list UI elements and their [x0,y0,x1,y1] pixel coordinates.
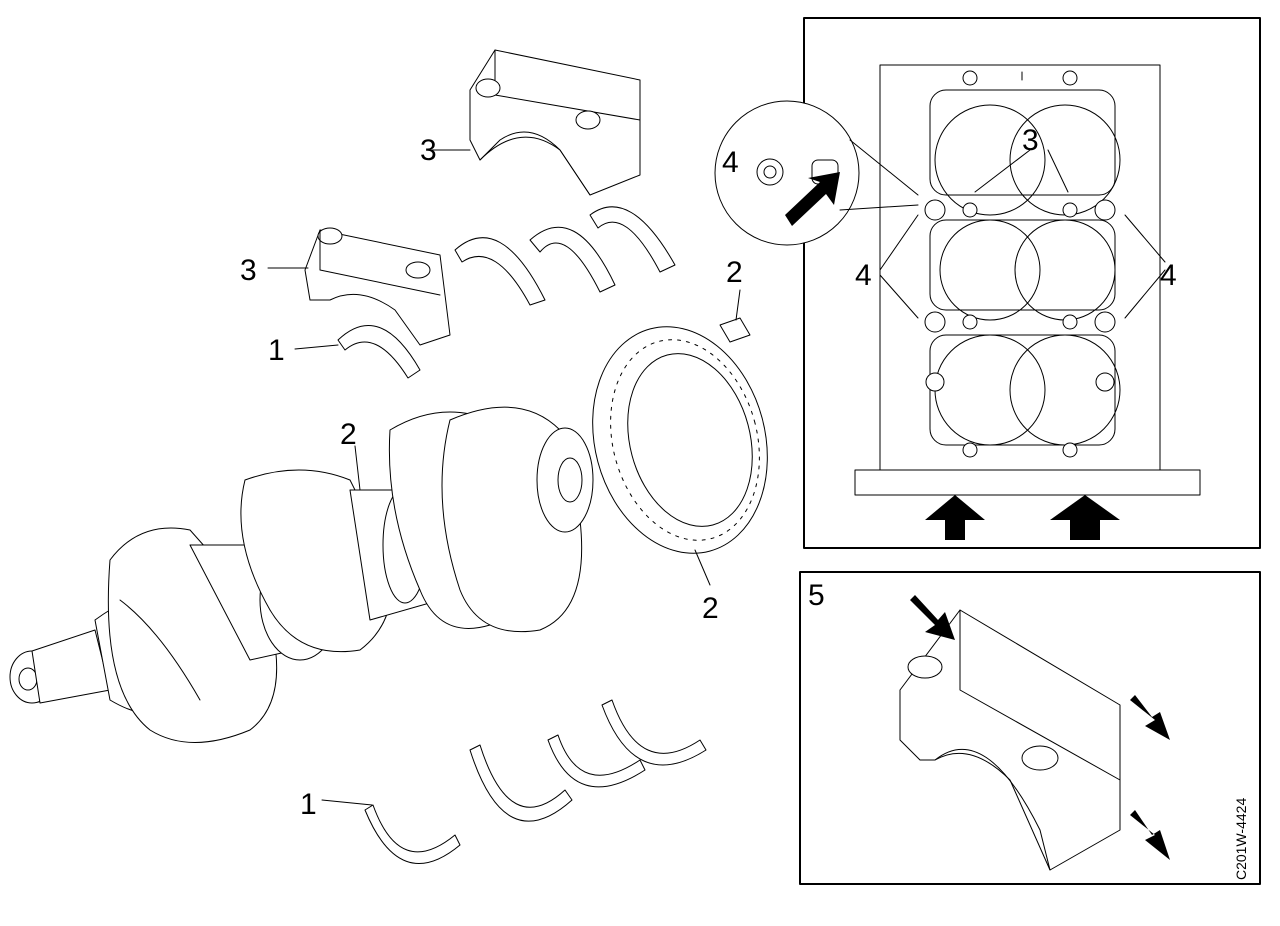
bearing-shells-upper [337,206,676,379]
magnifier-detail [714,100,919,246]
callout-4-inset-left: 4 [855,259,872,292]
callout-2-bolt: 2 [726,256,743,289]
callout-1-lower: 1 [300,788,317,821]
crankshaft [9,406,594,743]
callout-3-inset: 3 [1022,124,1039,157]
inset-engine-block [803,17,1261,549]
bearing-cap-upper [469,49,641,196]
callout-5: 5 [808,579,825,612]
bearing-cap-middle [304,227,451,346]
bearing-shells-lower [364,699,707,864]
callout-4-magnifier: 4 [722,146,739,179]
callout-3-middle: 3 [240,254,257,287]
leader-lines [267,149,741,806]
callout-2-journal: 2 [340,418,357,451]
inset-cap-detail [799,571,1261,885]
dowel-bolt [719,317,751,343]
thrust-ring [592,326,768,554]
drawing-code: C201W-4424 [1233,798,1249,880]
callout-2-ring: 2 [702,592,719,625]
callout-1-upper: 1 [268,334,285,367]
callout-3-upper: 3 [420,134,437,167]
callout-4-inset-right: 4 [1160,259,1177,292]
